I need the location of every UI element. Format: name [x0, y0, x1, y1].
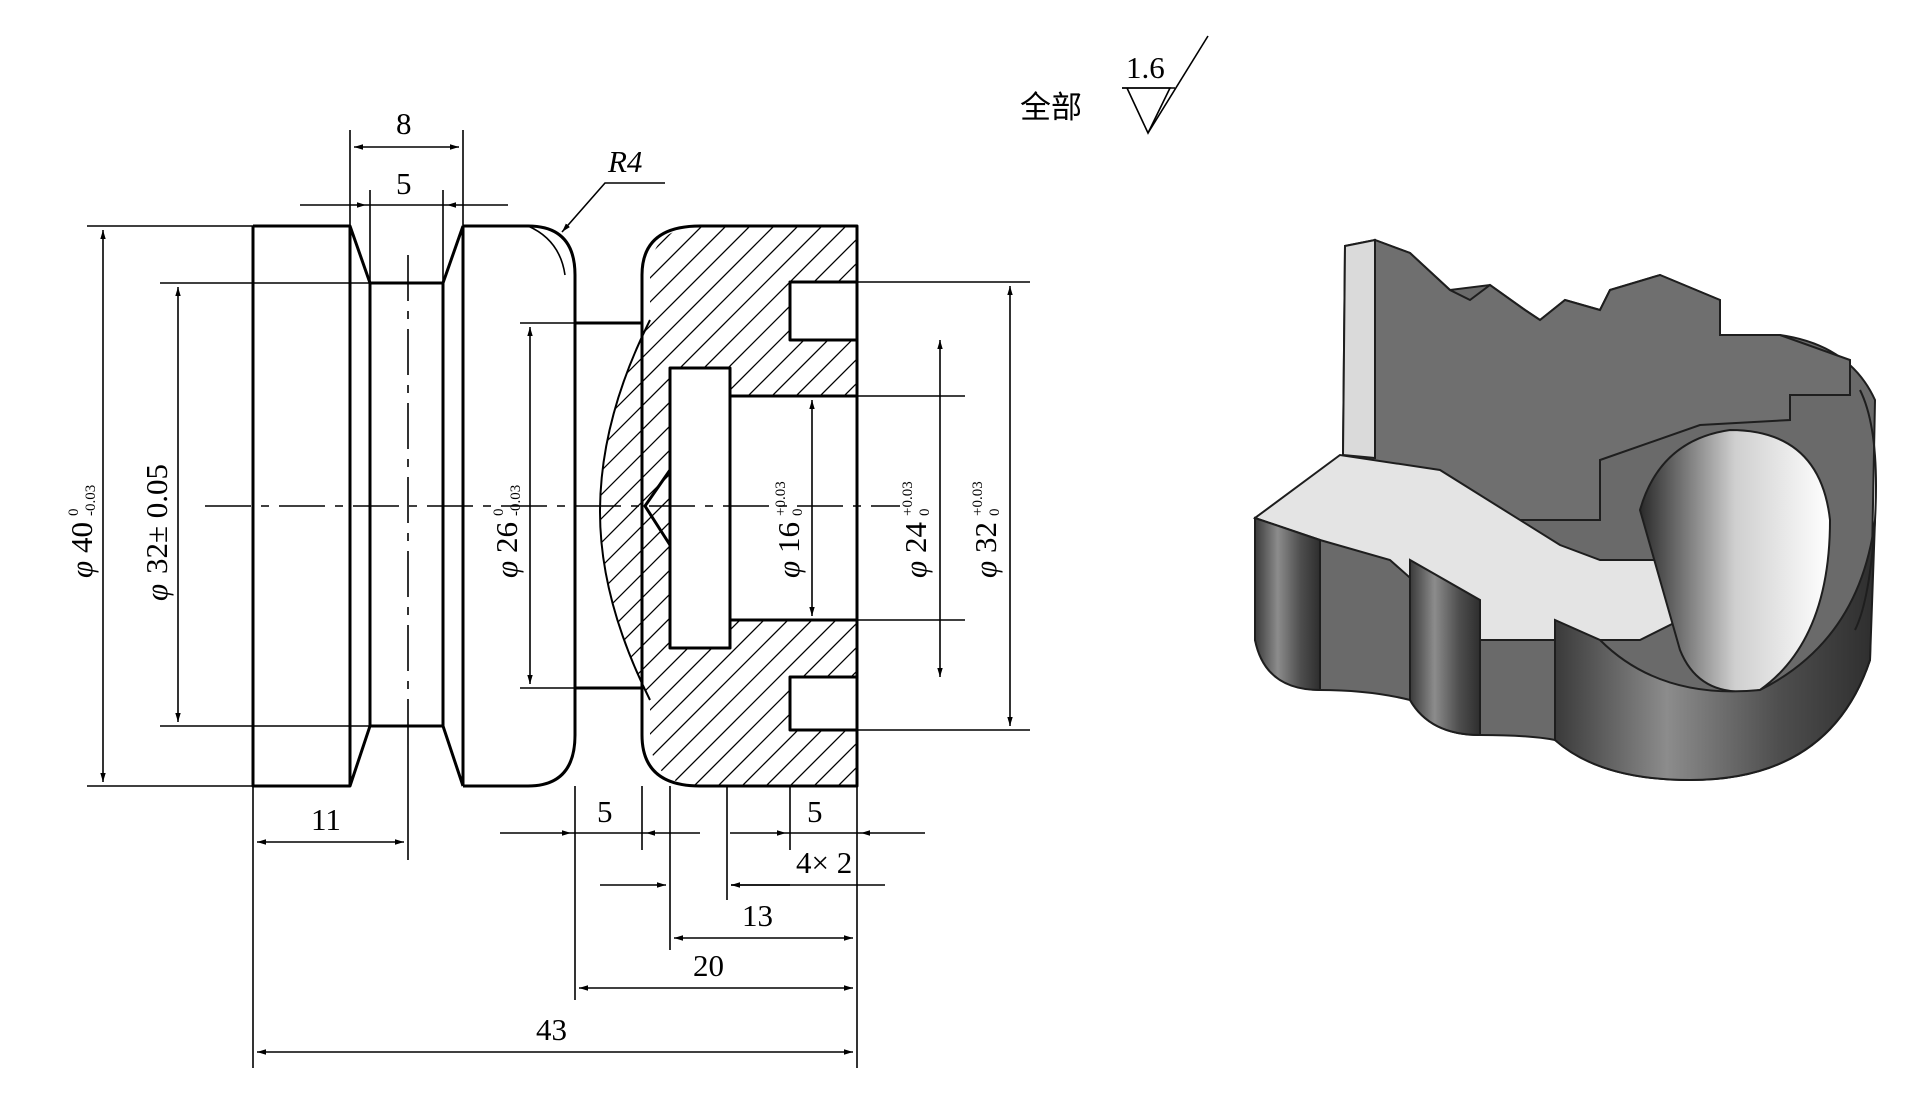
hatch-line: [600, 226, 857, 786]
dim-4x2: 4× 2: [796, 845, 852, 880]
dim-phi24-value: 24: [898, 522, 933, 554]
dim-phi40-symbol: φ: [64, 561, 99, 578]
dim-phi32-symbol: φ: [968, 561, 1003, 578]
hatch-line: [655, 226, 857, 786]
dim-5-left: 5: [597, 794, 613, 829]
hatch-line: [703, 226, 857, 786]
dim-phi16-upper: +0.03: [773, 481, 789, 516]
dim-20: 20: [693, 948, 724, 983]
dim-phi40-lower: -0.03: [83, 485, 99, 516]
dimension-labels: φ 40 0 -0.03 φ 32± 0.05 φ 26 0 -0.03 φ 1…: [64, 106, 1003, 1047]
dim-phi26: φ 26 0 -0.03: [489, 485, 524, 578]
dim-phi32-value: 32: [968, 522, 1003, 553]
hatch-line: [607, 226, 857, 786]
dim-phi26-value: 26: [489, 522, 524, 553]
hatch-line: [727, 226, 857, 786]
dim-5-right: 5: [807, 794, 823, 829]
hatch-line: [600, 226, 857, 786]
dim-phi32-upper: +0.03: [970, 481, 986, 516]
hatch-line: [600, 226, 857, 786]
dim-11: 11: [311, 802, 341, 837]
flange-middle: [1409, 558, 1481, 737]
dim-phi26-lower: -0.03: [508, 485, 524, 516]
hatch-line: [600, 226, 857, 786]
hatch-line: [600, 226, 857, 786]
hatch-line: [600, 226, 857, 786]
dim-phi24-symbol: φ: [898, 561, 933, 578]
dim-phi26-upper: 0: [491, 509, 507, 517]
hatch-line: [600, 226, 857, 786]
dim-phi24: φ 24 +0.03 0: [898, 481, 933, 578]
dim-phi16-lower: 0: [790, 509, 806, 517]
flange-right: [1554, 519, 1876, 782]
hatch-line: [600, 226, 753, 786]
hatch-line: [751, 226, 857, 786]
hatch-line: [631, 226, 857, 786]
hatch-line: [600, 226, 825, 786]
dim-phi32pm-value: 32± 0.05: [139, 464, 174, 574]
hatch-line: [600, 226, 857, 786]
hatch-line: [600, 226, 849, 786]
dim-8: 8: [396, 106, 412, 141]
hatch-line: [600, 226, 801, 786]
dim-phi16-symbol: φ: [771, 561, 806, 578]
roughness-value: 1.6: [1126, 50, 1165, 85]
dim-phi32: φ 32 +0.03 0: [968, 481, 1003, 578]
hatch-line: [600, 226, 705, 786]
hatch-line: [679, 226, 857, 786]
dim-phi24-upper: +0.03: [900, 481, 916, 516]
dim-phi32-lower: 0: [987, 509, 1003, 517]
dim-phi32pm-symbol: φ: [139, 584, 174, 601]
dim-phi40-upper: 0: [66, 509, 82, 517]
dim-phi40-value: 40: [64, 522, 99, 553]
dim-phi26-symbol: φ: [489, 561, 524, 578]
dim-phi40: φ 40 0 -0.03: [64, 485, 99, 578]
dim-phi24-lower: 0: [917, 509, 933, 517]
dim-phi16-value: 16: [771, 522, 806, 553]
dim-43: 43: [536, 1012, 567, 1047]
surface-roughness-note: 全部 1.6: [1020, 35, 1209, 135]
dim-5-top: 5: [396, 166, 412, 201]
cut-face-top: [1341, 238, 1376, 460]
dim-r4: R4: [607, 144, 642, 179]
dim-phi32pm: φ 32± 0.05: [139, 464, 174, 601]
hatch-line: [600, 226, 857, 786]
hatch-line: [600, 226, 777, 786]
dimensions: [87, 130, 1030, 1068]
flange-left: [1254, 516, 1321, 692]
isometric-section-view: [1252, 238, 1877, 782]
hatch-line: [600, 226, 633, 786]
dim-13: 13: [742, 898, 773, 933]
dim-phi16: φ 16 +0.03 0: [771, 481, 806, 578]
roughness-prefix: 全部: [1020, 90, 1082, 126]
hatch-line: [600, 226, 729, 786]
